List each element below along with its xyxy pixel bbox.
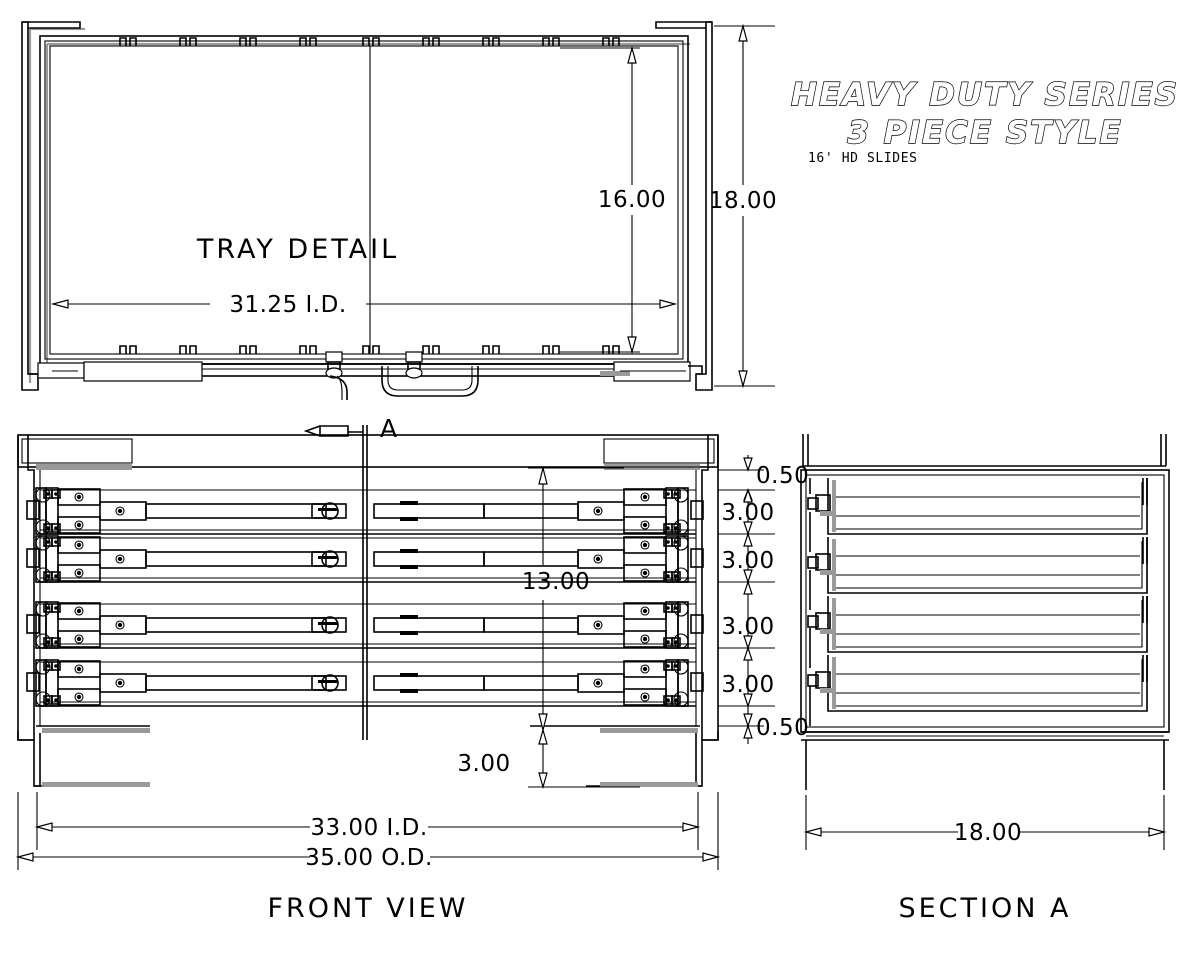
dim-tray-outer-height: 18.00 <box>709 23 777 389</box>
tray-detail-label: TRAY DETAIL <box>196 234 399 265</box>
section-marker-label: A <box>380 414 397 443</box>
dim-front-stack-height-text: 13.00 <box>522 569 590 595</box>
tray-shadow <box>28 27 690 383</box>
dim-pitch-2-text: 3.00 <box>721 548 774 574</box>
dim-bottom-gap-text: 0.50 <box>756 715 809 741</box>
title-block: HEAVY DUTY SERIES 3 PIECE STYLE 16' HD S… <box>790 76 1179 166</box>
section-a-label: SECTION A <box>898 893 1071 924</box>
drawer-row <box>26 659 704 707</box>
dim-tray-outer-height-text: 18.00 <box>709 188 777 214</box>
dim-front-width-od-text: 35.00 O.D. <box>305 845 433 871</box>
drawer-row <box>26 535 704 583</box>
drawer-row <box>26 601 704 649</box>
tray-profile <box>807 537 1148 594</box>
tray-handle <box>381 366 479 397</box>
dim-tray-inner-height: 16.00 <box>560 45 666 355</box>
tray-top-notches <box>119 37 620 46</box>
tray-hook-left <box>329 375 348 400</box>
dim-front-base-height-text: 3.00 <box>457 751 510 777</box>
tray-right-rail-end <box>600 361 703 382</box>
section-a-view: 18.00 SECTION A <box>800 434 1170 924</box>
tray-body-outline <box>39 35 689 365</box>
front-cabinet-base <box>17 725 719 787</box>
tray-rail-stops <box>325 351 423 379</box>
tray-slide-rail <box>28 361 689 382</box>
tray-profile <box>807 655 1148 712</box>
dim-pitch-3-text: 3.00 <box>721 614 774 640</box>
front-view: A <box>15 414 809 924</box>
dim-tray-inner-height-text: 16.00 <box>598 187 666 213</box>
section-tray-profiles <box>807 478 1148 712</box>
dim-top-gap-text: 0.50 <box>756 463 809 489</box>
front-view-label: FRONT VIEW <box>267 893 468 924</box>
section-top-flange <box>802 434 1167 471</box>
title-line-2: 3 PIECE STYLE <box>847 115 1122 151</box>
front-cabinet-walls <box>17 435 719 741</box>
dim-pitch-1-text: 3.00 <box>721 500 774 526</box>
dim-tray-width: 31.25 I.D. <box>50 292 678 318</box>
tray-profile <box>807 596 1148 653</box>
dim-section-depth: 18.00 <box>803 795 1167 850</box>
dim-front-width-id: 33.00 I.D. <box>34 792 701 850</box>
tray-bottom-notches <box>119 345 620 354</box>
section-cabinet-box <box>800 469 1170 790</box>
tray-profile <box>807 478 1148 535</box>
drawer-row <box>26 487 704 535</box>
dim-pitch-4-text: 3.00 <box>721 672 774 698</box>
section-cut-marker-a: A <box>303 414 397 740</box>
dim-front-width-od: 35.00 O.D. <box>15 792 721 871</box>
dim-front-base-height: 3.00 <box>457 727 640 790</box>
dim-front-pitch-stack: 0.50 3.00 3.00 3.00 3.00 <box>718 455 809 744</box>
title-subtitle: 16' HD SLIDES <box>808 151 918 166</box>
front-drawer-rows <box>26 487 704 707</box>
tray-detail-view: TRAY DETAIL 31.25 I.D. 16.00 <box>21 21 777 400</box>
dim-front-stack-height: 13.00 <box>522 467 624 731</box>
front-cabinet-top <box>17 434 719 470</box>
dim-tray-width-text: 31.25 I.D. <box>229 292 346 318</box>
dim-section-depth-text: 18.00 <box>954 820 1022 846</box>
title-line-1: HEAVY DUTY SERIES <box>791 77 1179 113</box>
dim-front-width-id-text: 33.00 I.D. <box>310 815 427 841</box>
